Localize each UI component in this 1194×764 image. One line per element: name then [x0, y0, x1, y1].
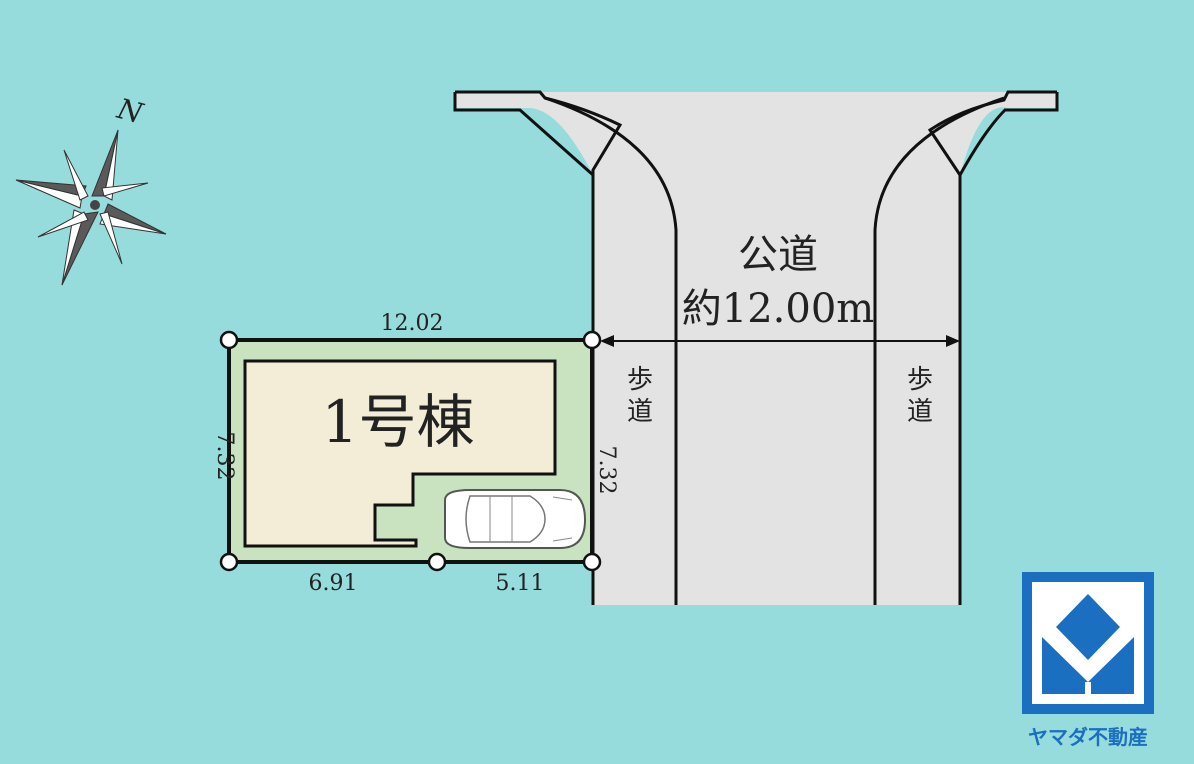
- sidewalk-line-right: [873, 96, 1005, 605]
- sidewalk-left-label-1: 歩: [627, 365, 653, 395]
- compass-north-label: N: [113, 92, 148, 131]
- sidewalk-right-label-2: 道: [907, 397, 933, 427]
- road-edge-left-top: [453, 92, 594, 177]
- dimension-top: 12.02: [381, 311, 444, 336]
- road-name: 公道: [738, 232, 818, 278]
- sidewalk-right-label-1: 歩: [907, 365, 933, 395]
- dimension-right: 7.32: [594, 446, 619, 495]
- building-label: 1号棟: [322, 388, 475, 456]
- road-edge-right-top: [958, 92, 1059, 176]
- road-width-arrow: [600, 335, 960, 347]
- car-icon: [444, 489, 587, 549]
- sidewalk-line-left: [544, 96, 678, 605]
- sidewalk-left-label-2: 道: [627, 397, 653, 427]
- road-edge-right: [927, 90, 1057, 605]
- lot-corner-markers: [219, 330, 602, 572]
- compass-icon: [15, 129, 167, 286]
- company-name: ヤマダ不動産: [1028, 725, 1148, 749]
- dimension-left: 7.32: [212, 432, 237, 481]
- building-footprint: [243, 359, 557, 548]
- dimension-bottom-right: 5.11: [496, 571, 545, 596]
- dimension-bottom-left: 6.91: [309, 571, 358, 596]
- road-width-label: 約12.00m: [682, 286, 874, 332]
- public-road: [455, 92, 1057, 605]
- company-logo: [1022, 572, 1154, 714]
